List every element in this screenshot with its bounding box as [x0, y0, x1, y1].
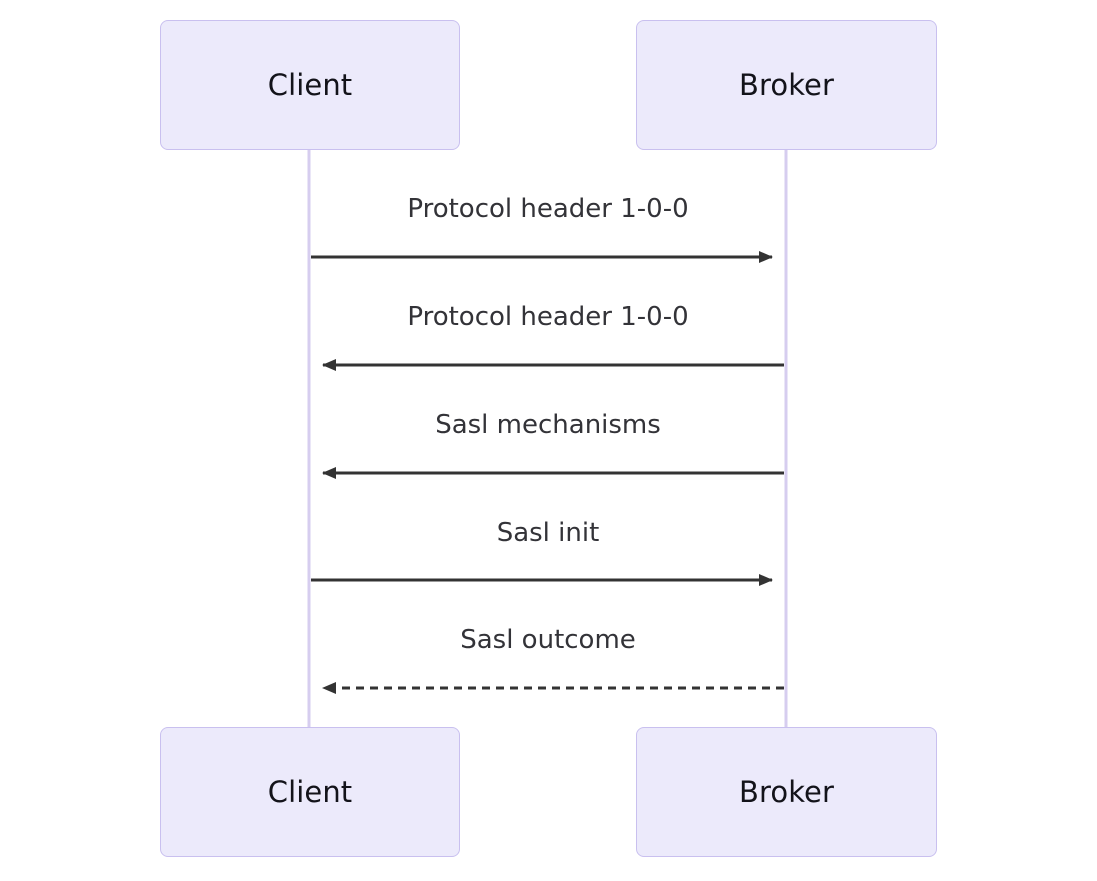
- message-label-5: Sasl outcome: [460, 625, 636, 655]
- message-label-2: Protocol header 1-0-0: [407, 302, 689, 332]
- lifelines: [307, 150, 788, 727]
- actor-box-broker-top[interactable]: Broker: [636, 20, 937, 150]
- message-arrows: [311, 251, 784, 694]
- actor-box-broker-bottom[interactable]: Broker: [636, 727, 937, 857]
- actor-label-client-top: Client: [267, 68, 353, 102]
- actor-label-broker-top: Broker: [738, 68, 835, 102]
- actor-label-broker-bottom: Broker: [738, 775, 835, 809]
- actor-label-client-bottom: Client: [267, 775, 353, 809]
- actor-box-client-top[interactable]: Client: [160, 20, 460, 150]
- message-label-1: Protocol header 1-0-0: [407, 194, 689, 224]
- actor-box-client-bottom[interactable]: Client: [160, 727, 460, 857]
- message-label-4: Sasl init: [496, 518, 600, 548]
- message-label-3: Sasl mechanisms: [435, 410, 661, 440]
